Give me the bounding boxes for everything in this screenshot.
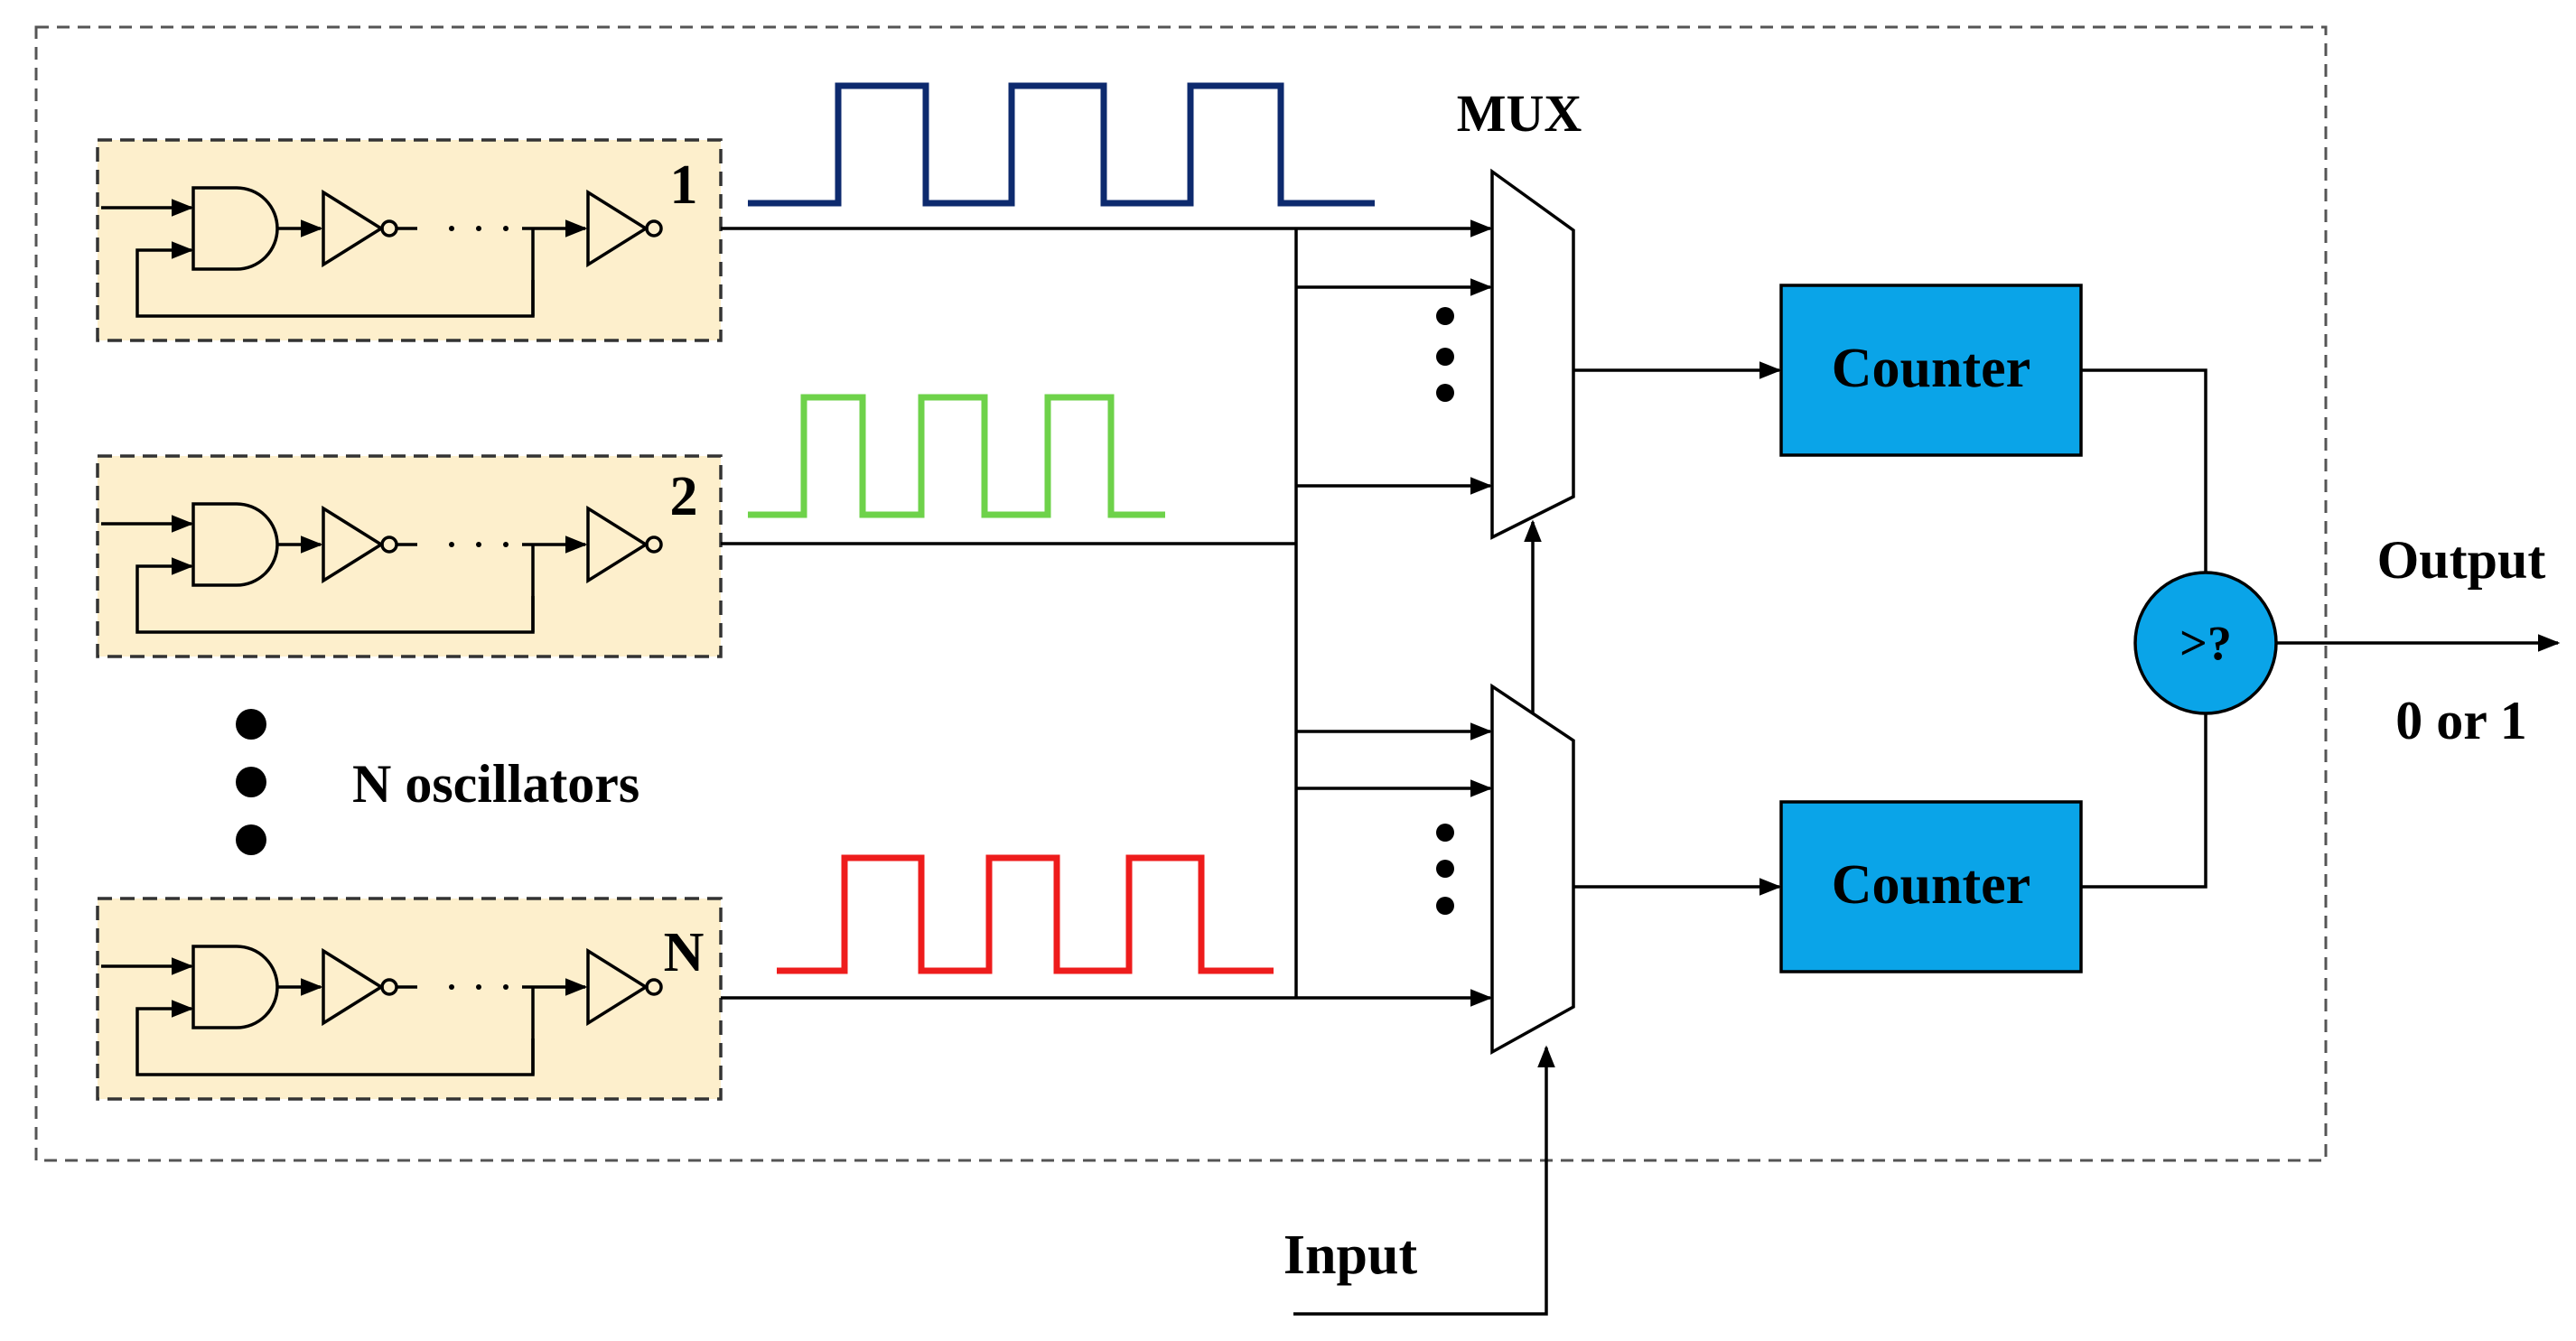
output-label: Output bbox=[2377, 530, 2546, 590]
mux-bottom bbox=[1490, 683, 1575, 1055]
inverter-icon bbox=[322, 505, 385, 584]
and-gate-icon bbox=[191, 186, 279, 271]
oscillator-count-label: N oscillators bbox=[352, 754, 639, 814]
mux-bottom-ellipsis bbox=[1436, 824, 1454, 915]
oscillator-label-1: 1 bbox=[670, 154, 698, 216]
oscillator-label-n: N bbox=[664, 922, 705, 983]
comparator-label: >? bbox=[2179, 616, 2232, 670]
waveform-1 bbox=[748, 82, 1375, 207]
counter-top bbox=[1779, 284, 2083, 457]
output-values: 0 or 1 bbox=[2395, 691, 2527, 750]
mux-top-ellipsis bbox=[1436, 307, 1454, 402]
waveform-n bbox=[777, 854, 1274, 974]
counter-label-bottom: Counter bbox=[1832, 854, 2030, 916]
inverter-icon bbox=[586, 189, 649, 268]
input-label: Input bbox=[1283, 1225, 1418, 1286]
oscillator-box bbox=[96, 138, 723, 342]
oscillator-layer bbox=[96, 138, 723, 1101]
and-gate-icon bbox=[191, 945, 279, 1029]
inverter-icon bbox=[586, 505, 649, 584]
waveform-2 bbox=[748, 394, 1165, 518]
inverter-icon bbox=[586, 947, 649, 1027]
mux-top bbox=[1490, 168, 1575, 540]
inverter-icon bbox=[322, 947, 385, 1027]
oscillator-n bbox=[96, 897, 723, 1101]
oscillator-box bbox=[96, 897, 723, 1101]
oscillator-box bbox=[96, 454, 723, 658]
oscillator-ellipsis bbox=[236, 709, 266, 855]
mux-label: MUX bbox=[1457, 84, 1582, 143]
and-gate-icon bbox=[191, 502, 279, 587]
oscillator-2 bbox=[96, 454, 723, 658]
input-wire bbox=[1293, 1045, 1555, 1316]
oscillator-label-2: 2 bbox=[670, 466, 698, 527]
inverter-icon bbox=[322, 189, 385, 268]
counter-label-top: Counter bbox=[1832, 338, 2030, 399]
oscillator-1 bbox=[96, 138, 723, 342]
system-boundary bbox=[34, 25, 2328, 1162]
counter-bottom bbox=[1779, 800, 2083, 973]
